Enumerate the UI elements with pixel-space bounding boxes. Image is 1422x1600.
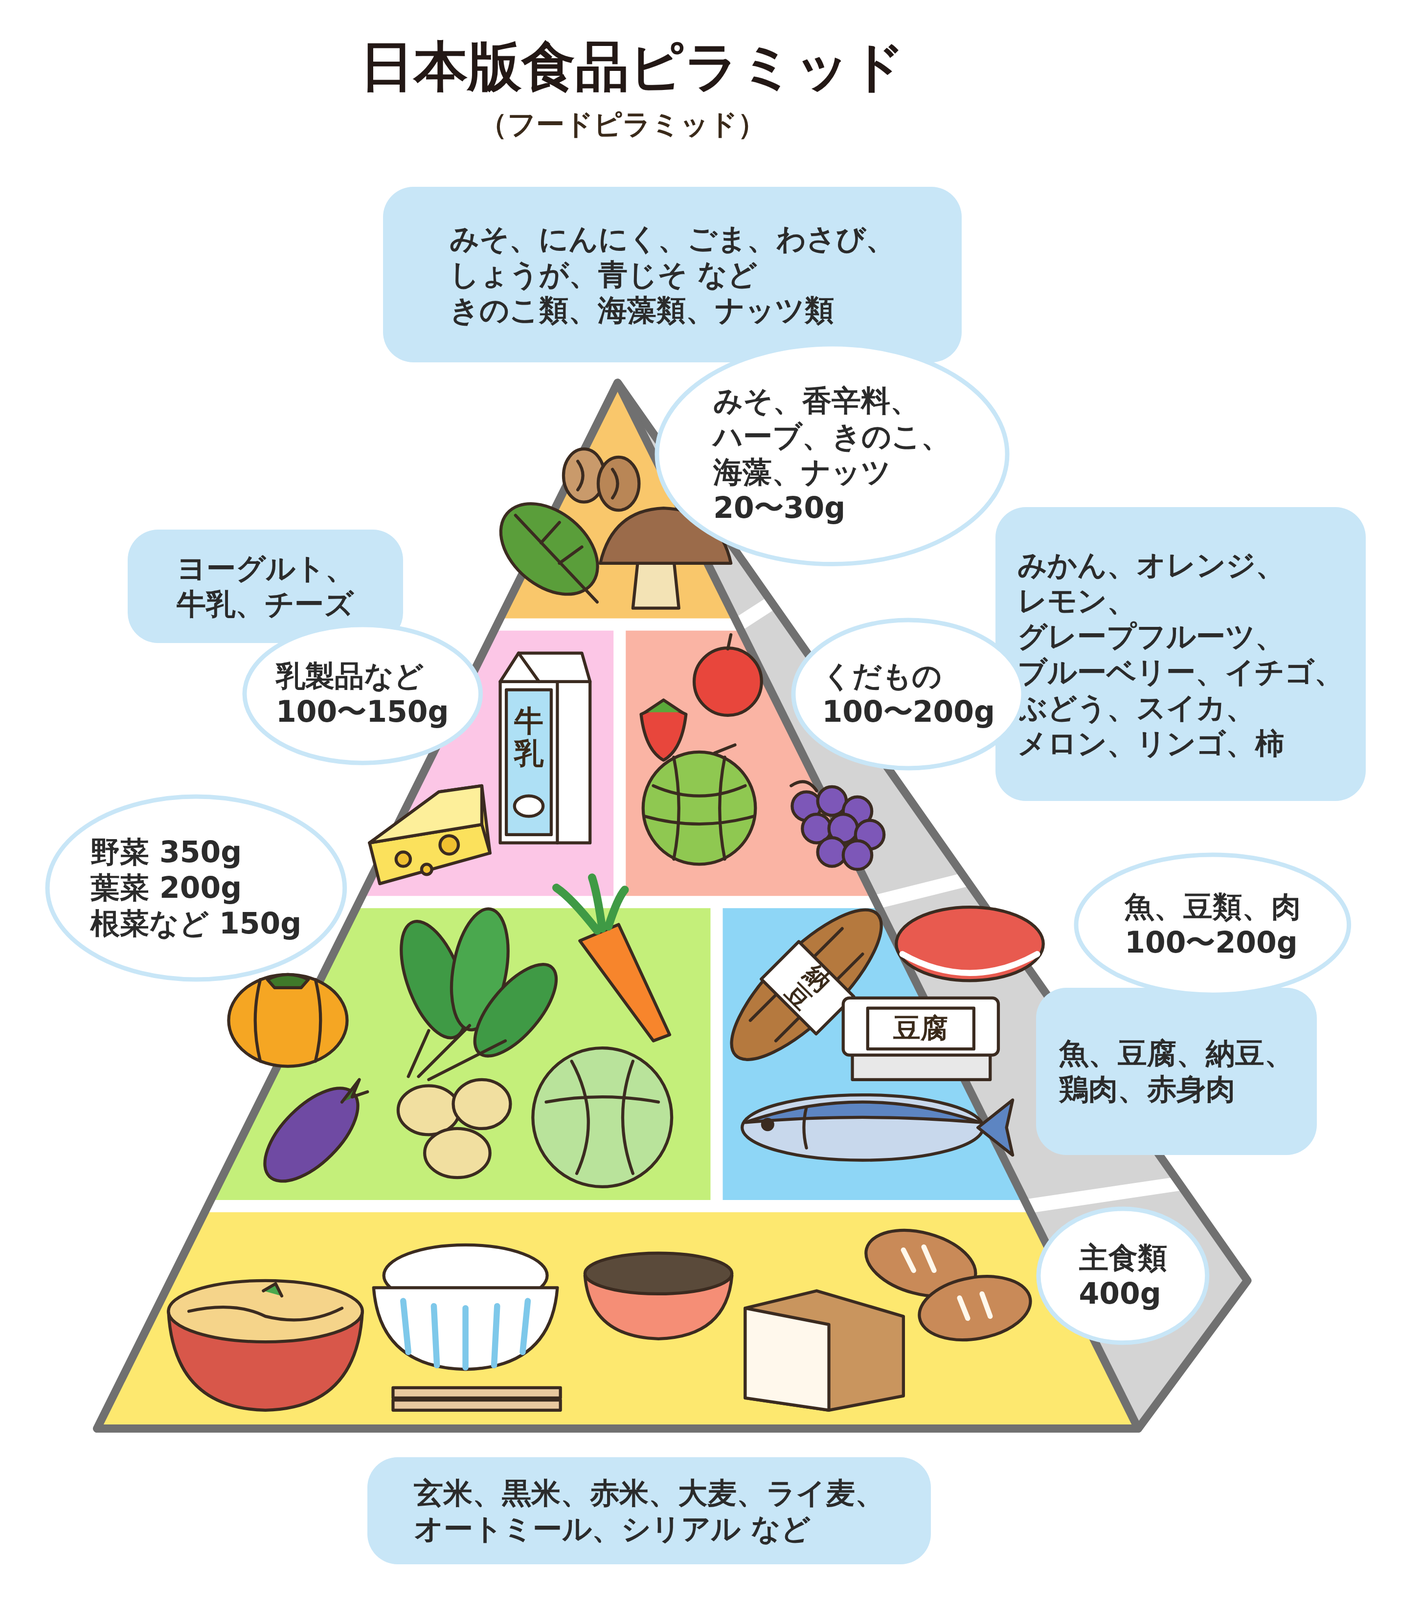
- food-text: 乳製品など 100〜150g: [275, 658, 449, 730]
- text-line: ブルーベリー、イチゴ、: [1017, 654, 1344, 691]
- ellipse-outline-shape: [244, 625, 481, 764]
- amount-ellipse: くだもの 100〜200g: [790, 617, 1026, 771]
- ellipse-outline-shape: [656, 344, 1008, 565]
- package-label: 豆腐: [893, 1010, 948, 1048]
- text-line: 魚、豆腐、納豆、: [1059, 1036, 1294, 1072]
- text-line: ハーブ、きのこ、: [713, 418, 951, 455]
- text-line: しょうが、青じそ など: [449, 256, 896, 293]
- text-line: レモン、: [1017, 583, 1344, 619]
- amount-ellipse: 主食類 400g: [1036, 1206, 1210, 1346]
- food-text: みそ、香辛料、 ハーブ、きのこ、 海藻、ナッツ 20〜30g: [713, 383, 951, 526]
- ellipse-outline: [790, 617, 1026, 771]
- ellipse-outline: [1073, 852, 1352, 998]
- food-list-box: みそ、にんにく、ごま、わさび、 しょうが、青じそ など きのこ類、海藻類、ナッツ…: [383, 186, 962, 363]
- text-line: みそ、香辛料、: [713, 383, 951, 419]
- food-text: 玄米、黒米、赤米、大麦、ライ麦、 オートミール、シリアル など: [413, 1475, 885, 1548]
- amount-ellipse: 野菜 350g 葉菜 200g 根菜など 150g: [45, 794, 348, 983]
- text-line: 20〜30g: [713, 490, 951, 526]
- text-line: ぶどう、スイカ、: [1017, 690, 1344, 726]
- ellipse-outline: [1036, 1206, 1210, 1346]
- text-line: ヨーグルト、: [176, 550, 355, 587]
- text-line: グレープフルーツ、: [1017, 618, 1344, 655]
- text-line: 葉菜 200g: [90, 870, 302, 906]
- ellipse-outline: [654, 341, 1010, 567]
- text-line: みかん、オレンジ、: [1017, 547, 1344, 584]
- text-line: 牛乳、チーズ: [176, 586, 355, 623]
- text-line: きのこ類、海藻類、ナッツ類: [449, 292, 896, 329]
- title: 日本版食品ピラミッド: [360, 30, 906, 104]
- amount-ellipse: 魚、豆類、肉 100〜200g: [1073, 852, 1352, 998]
- text-line: くだもの: [822, 658, 995, 695]
- text-line: 100〜150g: [275, 694, 449, 730]
- text-line: みそ、にんにく、ごま、わさび、: [449, 221, 896, 257]
- food-list-box: 玄米、黒米、赤米、大麦、ライ麦、 オートミール、シリアル など: [367, 1457, 931, 1565]
- text-line: 100〜200g: [1124, 925, 1301, 961]
- text-line: 野菜 350g: [90, 834, 302, 871]
- text-line: 乳製品など: [275, 658, 449, 695]
- amount-ellipse: 乳製品など 100〜150g: [242, 622, 483, 766]
- text-line: 鶏肉、赤身肉: [1059, 1071, 1294, 1108]
- carton-label: 牛乳: [514, 704, 544, 770]
- food-text: みそ、にんにく、ごま、わさび、 しょうが、青じそ など きのこ類、海藻類、ナッツ…: [449, 221, 896, 329]
- text-line: オートミール、シリアル など: [413, 1511, 885, 1548]
- food-list-box: 魚、豆腐、納豆、 鶏肉、赤身肉: [1036, 988, 1317, 1156]
- text-line: 魚、豆類、肉: [1124, 889, 1301, 926]
- food-text: みかん、オレンジ、 レモン、 グレープフルーツ、 ブルーベリー、イチゴ、 ぶどう…: [1017, 547, 1344, 762]
- ellipse-outline-shape: [1038, 1209, 1208, 1344]
- food-text: 野菜 350g 葉菜 200g 根菜など 150g: [90, 834, 302, 942]
- food-text: 主食類 400g: [1079, 1240, 1168, 1312]
- amount-ellipse: みそ、香辛料、 ハーブ、きのこ、 海藻、ナッツ 20〜30g: [654, 341, 1010, 567]
- text-line: 400g: [1079, 1276, 1168, 1312]
- food-text: 魚、豆腐、納豆、 鶏肉、赤身肉: [1059, 1036, 1294, 1108]
- text-line: 玄米、黒米、赤米、大麦、ライ麦、: [413, 1475, 885, 1512]
- food-text: くだもの 100〜200g: [822, 658, 995, 730]
- ellipse-outline-shape: [793, 620, 1024, 769]
- text-line: 海藻、ナッツ: [713, 454, 951, 491]
- subtitle: （フードピラミッド）: [478, 105, 767, 144]
- text-line: 100〜200g: [822, 694, 995, 730]
- food-text: ヨーグルト、 牛乳、チーズ: [176, 550, 355, 623]
- ellipse-outline: [242, 622, 483, 766]
- text-line: 根菜など 150g: [90, 905, 302, 942]
- text-line: メロン、リンゴ、柿: [1017, 725, 1344, 762]
- ellipse-outline-shape: [47, 796, 345, 980]
- food-list-box: みかん、オレンジ、 レモン、 グレープフルーツ、 ブルーベリー、イチゴ、 ぶどう…: [995, 507, 1367, 802]
- text-line: 主食類: [1079, 1240, 1168, 1277]
- ellipse-outline-shape: [1076, 855, 1350, 995]
- food-text: 魚、豆類、肉 100〜200g: [1124, 889, 1301, 961]
